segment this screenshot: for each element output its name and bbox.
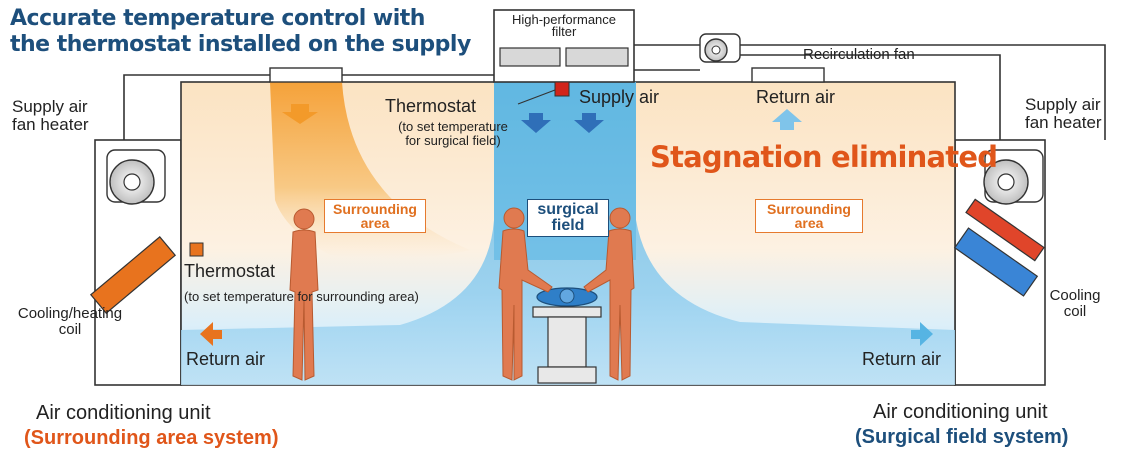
thermostat-supply-label: Thermostat <box>385 96 477 116</box>
coil-right-line-1: Cooling <box>1049 287 1101 304</box>
recirculation-fan-icon <box>699 33 741 63</box>
ac-unit-left-label: Air conditioning unit <box>36 402 211 424</box>
supply-heater-right-line-1: Supply air <box>1025 95 1101 114</box>
left-fan-heater-icon <box>106 149 166 205</box>
filter-label-line-1: High-performance <box>511 12 617 27</box>
diagram-title: Accurate temperature control with the th… <box>10 6 471 58</box>
return-arrow-up-icon <box>772 109 802 130</box>
return-air-left-label: Return air <box>186 349 266 369</box>
title-line-2: the thermostat installed on the supply <box>10 32 471 57</box>
right-fan-heater-icon <box>983 149 1044 205</box>
supply-heater-left-line-1: Supply air <box>12 97 88 116</box>
supply-air-label: Supply air <box>579 87 660 107</box>
thermostat-supply-note: (to set temperature for surgical field) <box>378 120 528 148</box>
recirculation-fan-label: Recirculation fan <box>803 46 915 63</box>
surrounding-area-right-label: Surrounding area <box>755 199 863 233</box>
filter-label-line-2: filter <box>551 24 577 39</box>
supply-arrow-icon-1 <box>521 113 551 133</box>
supply-arrow-icon-2 <box>574 113 604 133</box>
filter-box <box>493 9 635 83</box>
warm-airflow <box>270 82 470 258</box>
coil-left-line-2: coil <box>58 321 82 338</box>
left-supply-grille <box>269 67 343 83</box>
ac-unit-left-system: (Surrounding area system) <box>24 427 279 449</box>
coil-left-label: Cooling/heating coil <box>2 306 138 338</box>
ac-unit-right-system: (Surgical field system) <box>855 426 1069 448</box>
person-surrounding <box>289 208 319 381</box>
supply-heater-left-label: Supply air fan heater <box>12 98 89 134</box>
person-surgeon-left <box>498 207 553 381</box>
thermostat-supply-note-line-2: for surgical field) <box>405 133 501 148</box>
filter-label: High-performance filter <box>494 13 634 39</box>
surgical-field-line-1: surgical <box>537 201 599 218</box>
right-coil-icons <box>953 198 1045 297</box>
operating-table <box>532 287 602 384</box>
supply-heater-left-line-2: fan heater <box>12 115 89 134</box>
surrounding-left-line-2: area <box>360 215 390 231</box>
thermostat-supply-icon <box>554 81 570 97</box>
surrounding-left-line-1: Surrounding <box>333 201 417 217</box>
return-arrow-right-icon <box>911 322 933 346</box>
return-air-top-label: Return air <box>756 87 836 107</box>
surgical-field-line-2: field <box>551 217 585 234</box>
coil-right-line-2: coil <box>1063 303 1087 320</box>
title-line-1: Accurate temperature control with <box>10 6 425 31</box>
surrounding-right-line-2: area <box>794 215 824 231</box>
left-coil-icon <box>89 236 177 314</box>
return-grille-top <box>751 67 825 83</box>
ac-unit-right-label: Air conditioning unit <box>873 401 1048 423</box>
coil-left-line-1: Cooling/heating <box>17 305 123 322</box>
thermostat-supply-note-line-1: (to set temperature <box>398 119 508 134</box>
surgical-field-label: surgical field <box>527 199 609 237</box>
warm-supply-arrow-icon <box>282 104 318 124</box>
return-arrow-left-icon <box>200 322 222 346</box>
thermostat-surrounding-note: (to set temperature for surrounding area… <box>184 289 419 304</box>
return-air-right-label: Return air <box>862 349 942 369</box>
coil-right-label: Cooling coil <box>1040 288 1110 320</box>
ducts <box>123 44 1106 140</box>
person-surgeon-right <box>583 207 635 381</box>
surrounding-area-left-label: Surrounding area <box>324 199 426 233</box>
thermostat-surrounding-icon <box>189 242 204 257</box>
thermostat-surrounding-label: Thermostat <box>184 261 276 281</box>
surrounding-right-line-1: Surrounding <box>767 201 851 217</box>
supply-heater-right-line-2: fan heater <box>1025 113 1102 132</box>
supply-heater-right-label: Supply air fan heater <box>1025 96 1102 132</box>
stagnation-eliminated-label: Stagnation eliminated <box>650 140 998 174</box>
